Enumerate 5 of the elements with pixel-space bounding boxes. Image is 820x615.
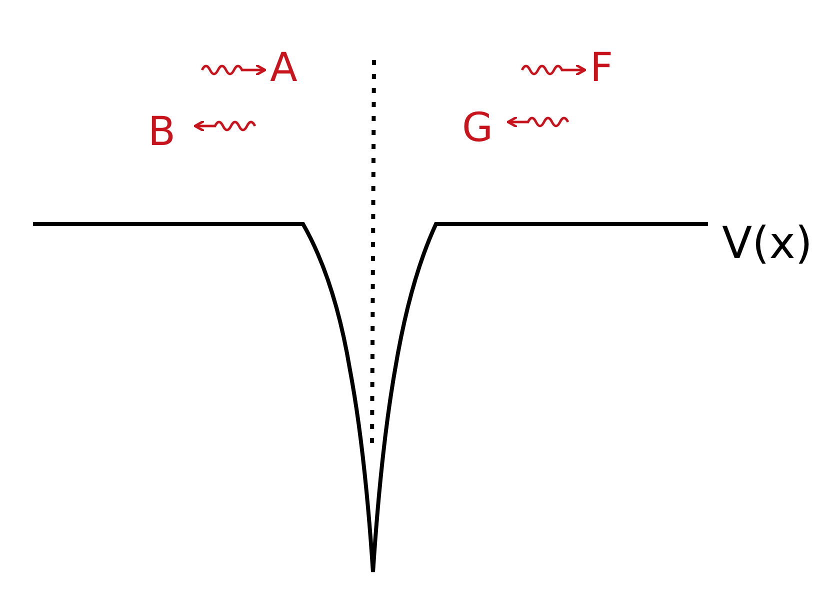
axis-label: V(x) — [722, 222, 812, 266]
amplitude-label: F — [590, 48, 614, 88]
amplitude-label: A — [270, 48, 298, 88]
amplitude-label: B — [148, 112, 176, 152]
amplitude-label: G — [462, 108, 493, 148]
